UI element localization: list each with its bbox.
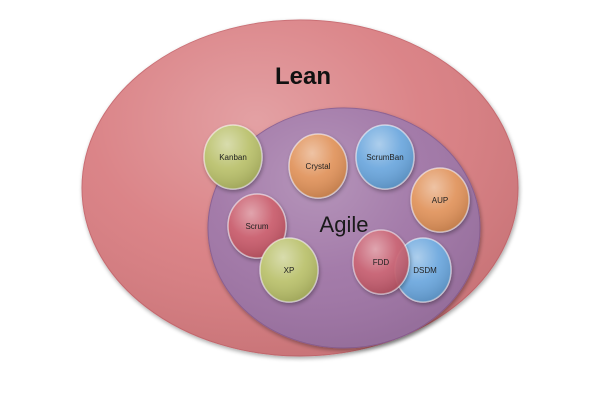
method-bubbles: Kanban Crystal ScrumBan AUP Scrum XP DSD…: [203, 124, 470, 303]
method-aup: AUP: [410, 167, 470, 233]
method-dsdm-bubble-gloss: [395, 238, 451, 302]
method-kanban: Kanban: [203, 124, 263, 190]
method-xp-label: XP: [284, 266, 295, 275]
method-scrumban-bubble-gloss: [356, 125, 414, 189]
lean-label: Lean: [275, 63, 331, 90]
method-crystal-label: Crystal: [306, 162, 331, 171]
method-scrumban: ScrumBan: [355, 124, 415, 190]
method-scrum: Scrum: [227, 193, 287, 259]
method-fdd-label: FDD: [373, 258, 390, 267]
method-crystal-bubble-gloss: [289, 134, 347, 198]
method-scrumban-label: ScrumBan: [366, 153, 403, 162]
method-dsdm: DSDM: [394, 237, 452, 303]
method-xp: XP: [259, 237, 319, 303]
method-fdd-bubble-gloss: [353, 230, 409, 294]
method-scrum-label: Scrum: [245, 222, 268, 231]
method-kanban-bubble-gloss: [204, 125, 262, 189]
agile-label: Agile: [320, 212, 369, 237]
method-aup-label: AUP: [432, 196, 448, 205]
method-kanban-label: Kanban: [219, 153, 247, 162]
method-crystal: Crystal: [288, 133, 348, 199]
method-dsdm-label: DSDM: [413, 266, 437, 275]
method-fdd: FDD: [352, 229, 410, 295]
method-aup-bubble-gloss: [411, 168, 469, 232]
method-scrum-bubble-gloss: [228, 194, 286, 258]
method-xp-bubble-gloss: [260, 238, 318, 302]
